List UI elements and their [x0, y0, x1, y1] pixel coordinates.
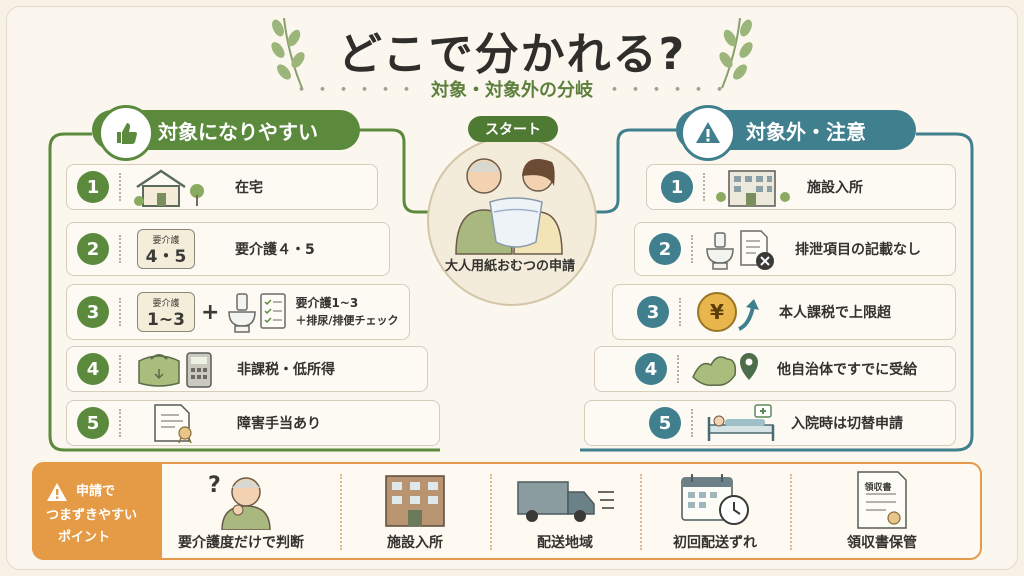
left-header-text: 対象になりやすい	[158, 119, 318, 144]
care-badge-top: 要介護	[152, 236, 180, 246]
left-item-4: 4 非課税・低所得	[66, 346, 428, 392]
map-pin-icon	[692, 353, 758, 387]
left-item-number: 5	[77, 407, 109, 439]
calendar-clock-icon	[681, 474, 749, 525]
house-icon	[134, 169, 204, 207]
left-item-number: 3	[77, 296, 109, 328]
facility-building-icon	[385, 475, 445, 527]
right-item-label: 入院時は切替申請	[791, 416, 903, 432]
right-item-4: 4 他自治体ですでに受給	[594, 346, 956, 392]
left-item-label: 要介護４・5	[235, 242, 315, 258]
pitfall-item-label: 領収書保管	[847, 535, 917, 551]
warning-icon	[680, 105, 736, 161]
toilet-document-cross-icon	[706, 230, 774, 270]
toilet-checklist-icon	[228, 293, 287, 333]
left-item-1: 1 在宅	[66, 164, 378, 210]
right-item-3: 3 ¥ 本人課税で上限超	[612, 284, 956, 340]
right-item-number: 1	[661, 171, 693, 203]
right-item-label: 他自治体ですでに受給	[777, 362, 918, 378]
hospital-bed-icon	[707, 404, 775, 441]
right-item-1: 1 施設入所	[646, 164, 956, 210]
left-item-label: 在宅	[235, 180, 263, 196]
receipt-document-icon	[857, 471, 907, 529]
left-section-header: 対象になりやすい	[92, 105, 360, 161]
pitfall-item-5: 領収書 領収書保管	[792, 466, 972, 558]
page-title: どこで分かれる?	[337, 29, 687, 80]
pitfall-strip	[32, 462, 982, 560]
pitfall-divider	[640, 474, 642, 550]
care-level-badge: 要介護 4・5	[137, 229, 195, 269]
care-level-badge: 要介護 1~3	[137, 292, 195, 332]
delivery-truck-icon	[517, 481, 614, 522]
center-label: 大人用紙おむつの申請	[444, 259, 575, 274]
pitfall-item-1: ? 要介護度だけで判断	[166, 466, 316, 558]
left-item-label: 障害手当あり	[237, 416, 321, 432]
left-item-2: 2 要介護 4・5 要介護４・5	[66, 222, 390, 276]
left-item-3-text: 要介護1~3 ＋排尿/排便チェック	[295, 295, 398, 329]
plus-sign: +	[201, 299, 220, 325]
yen-coin-arrow-up-icon: ¥	[697, 292, 759, 332]
right-item-number: 2	[649, 233, 681, 265]
thinking-elder-icon: ?	[208, 473, 271, 530]
care-badge-main: 1~3	[147, 310, 185, 330]
facility-building-icon	[716, 170, 790, 207]
warning-icon	[47, 483, 67, 501]
pitfall-tag: 申請で つまずきやすい ポイント	[32, 462, 162, 560]
right-item-label: 施設入所	[807, 180, 863, 196]
pitfall-item-label: 初回配送ずれ	[673, 535, 757, 551]
left-item-sublabel: ＋排尿/排便チェック	[295, 314, 399, 327]
right-item-2: 2 排泄項目の記載なし	[634, 222, 956, 276]
pitfall-divider	[490, 474, 492, 550]
pitfall-divider	[790, 474, 792, 550]
right-item-5: 5 入院時は切替申請	[584, 400, 956, 446]
subtitle-text: 対象・対象外の分岐	[431, 80, 593, 101]
care-badge-top: 要介護	[152, 299, 180, 309]
right-section-header: 対象外・注意	[676, 105, 916, 161]
pitfall-item-3: 配送地域	[490, 466, 640, 558]
thumbs-up-icon	[98, 105, 154, 161]
leaf-branch-icon-right	[719, 17, 753, 89]
receipt-doc-text: 領収書	[864, 483, 892, 493]
left-item-number: 4	[77, 353, 109, 385]
left-item-label: 非課税・低所得	[237, 362, 335, 378]
pitfall-divider	[340, 474, 342, 550]
pitfall-tag-line2: つまずきやすい	[46, 508, 138, 523]
right-item-number: 5	[649, 407, 681, 439]
care-badge-main: 4・5	[145, 247, 187, 267]
right-item-label: 本人課税で上限超	[779, 305, 891, 321]
start-label: スタート	[468, 116, 558, 142]
pitfall-item-label: 施設入所	[387, 535, 443, 551]
left-item-label: 要介護1~3	[295, 296, 359, 310]
page-subtitle: ・・・・・・ 対象・対象外の分岐 ・・・・・・	[292, 80, 732, 101]
right-item-label: 排泄項目の記載なし	[795, 242, 921, 258]
pitfall-item-4: 初回配送ずれ	[640, 466, 790, 558]
pitfall-tag-line1: 申請で	[76, 484, 116, 499]
left-item-number: 2	[77, 233, 109, 265]
left-item-5: 5 障害手当あり	[66, 400, 440, 446]
left-item-3: 3 要介護 1~3 + 要介護1~3 ＋排尿/排便チェック	[66, 284, 410, 340]
left-item-number: 1	[77, 171, 109, 203]
pitfall-item-label: 配送地域	[537, 535, 593, 551]
right-item-number: 3	[637, 296, 669, 328]
pitfall-item-2: 施設入所	[340, 466, 490, 558]
pitfall-tag-line3: ポイント	[58, 530, 111, 545]
right-item-number: 4	[635, 353, 667, 385]
svg-text:¥: ¥	[710, 300, 724, 324]
wallet-calculator-icon	[138, 352, 212, 388]
certificate-document-icon	[154, 404, 192, 443]
leaf-branch-icon-left	[271, 17, 305, 89]
svg-text:?: ?	[208, 473, 221, 498]
people-with-diaper-icon	[455, 158, 563, 255]
pitfall-item-label: 要介護度だけで判断	[178, 535, 304, 551]
right-header-text: 対象外・注意	[746, 119, 866, 144]
